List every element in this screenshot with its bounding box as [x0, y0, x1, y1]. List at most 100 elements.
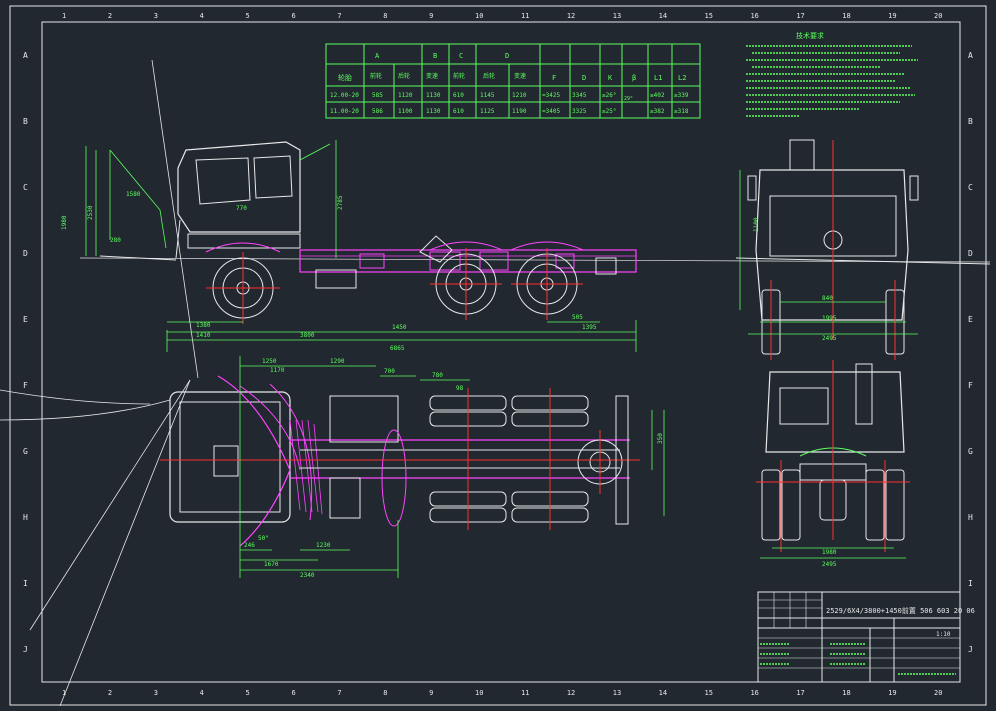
- spec-sub-b2: 变速: [426, 72, 438, 80]
- spec-cell: ≥26°: [602, 92, 616, 99]
- top-dim-label: 1230: [316, 542, 331, 549]
- side-dim-label: 1580: [126, 191, 141, 198]
- grid-col-label: 20: [934, 12, 942, 20]
- title-block: 2529/6X4/3800+1450前置 506 603 20 06 1:10: [757, 591, 975, 683]
- grid-col-label: 6: [291, 12, 295, 20]
- spec-cell: 585: [372, 92, 383, 99]
- rear-dim-label: 2495: [822, 561, 837, 568]
- spec-cell: 1190: [512, 108, 527, 115]
- top-dim-label: 1250: [262, 358, 277, 365]
- spec-cell: 610: [453, 92, 464, 99]
- spec-cell: 1130: [426, 108, 441, 115]
- top-dim-label: 2340: [300, 572, 315, 579]
- grid-col-label: 9: [429, 689, 433, 697]
- grid-row-label: A: [23, 51, 28, 60]
- side-dim-label: 2785: [337, 195, 344, 210]
- top-dim-label: 50°: [258, 535, 269, 542]
- grid-col-label: 6: [291, 689, 295, 697]
- spec-cell: 1145: [480, 92, 495, 99]
- top-dim-label: 98: [456, 385, 464, 392]
- spec-beta-note: 29°: [624, 96, 633, 102]
- grid-col-label: 8: [383, 689, 387, 697]
- front-dim-label: 1995: [822, 315, 837, 322]
- spec-cell: 12.00-20: [330, 92, 359, 99]
- spec-tire-header: 轮胎: [338, 73, 352, 82]
- grid-col-label: 1: [62, 689, 66, 697]
- grid-col-label: 2: [108, 12, 112, 20]
- spec-cell: ≥382: [650, 108, 665, 115]
- grid-col-label: 19: [888, 12, 896, 20]
- outer-frame: [9, 5, 987, 706]
- spec-sub-c: 前轮: [453, 72, 465, 80]
- front-dim-label: 840: [822, 295, 833, 302]
- spec-table: 轮胎 A B C D F D K β L1 L2 前轮 后轮 变速 前轮 后轮 …: [325, 43, 701, 119]
- side-dim-label: 2530: [87, 205, 94, 220]
- grid-row-label: F: [968, 381, 973, 390]
- grid-col-label: 12: [567, 689, 575, 697]
- grid-col-label: 3: [154, 12, 158, 20]
- front-dim-label: 1100: [753, 217, 760, 232]
- grid-row-label: I: [23, 579, 28, 588]
- grid-col-label: 12: [567, 12, 575, 20]
- grid-row-label: G: [968, 447, 973, 456]
- spec-cell: ≥339: [674, 92, 689, 99]
- side-dim-label: 1410: [196, 332, 211, 339]
- spec-col-c: C: [459, 52, 463, 60]
- spec-cell: 11.00-20: [330, 108, 359, 115]
- grid-row-label: D: [23, 249, 28, 258]
- grid-col-label: 1: [62, 12, 66, 20]
- side-dim-label: 1450: [392, 324, 407, 331]
- grid-col-label: 14: [659, 689, 667, 697]
- spec-sub-d1: 后轮: [483, 72, 495, 80]
- spec-col-d: D: [505, 52, 509, 60]
- side-dim-label: 6865: [390, 345, 405, 352]
- spec-cell: ≈3405: [542, 108, 560, 115]
- drawing-scale: 1:10: [936, 631, 951, 638]
- grid-row-label: C: [968, 183, 973, 192]
- side-dim-label: 1380: [196, 322, 211, 329]
- grid-row-label: A: [968, 51, 973, 60]
- grid-col-label: 17: [796, 689, 804, 697]
- side-dim-label: 3800: [300, 332, 315, 339]
- spec-cell: ≥402: [650, 92, 665, 99]
- grid-col-label: 16: [750, 689, 758, 697]
- spec-col-beta: β: [632, 74, 636, 82]
- spec-col-k: K: [608, 74, 613, 82]
- grid-col-label: 11: [521, 689, 529, 697]
- grid-col-label: 11: [521, 12, 529, 20]
- spec-col-l2: L2: [678, 74, 686, 82]
- top-dim-label: 1170: [270, 367, 285, 374]
- spec-cell: 1125: [480, 108, 495, 115]
- rear-dim-label: 1980: [822, 549, 837, 556]
- rear-view-dimensions: 1980 2495: [822, 549, 837, 568]
- spec-cell: 1210: [512, 92, 527, 99]
- side-dim-label: 280: [110, 237, 121, 244]
- grid-col-label: 20: [934, 689, 942, 697]
- grid-col-label: 10: [475, 689, 483, 697]
- grid-col-label: 17: [796, 12, 804, 20]
- grid-col-label: 5: [246, 12, 250, 20]
- top-dim-label: 780: [432, 372, 443, 379]
- grid-row-label: J: [968, 645, 973, 654]
- grid-col-label: 18: [842, 12, 850, 20]
- spec-cell: 1120: [398, 92, 413, 99]
- side-dim-label: 1395: [582, 324, 597, 331]
- grid-col-label: 5: [246, 689, 250, 697]
- spec-sub-b1: 后轮: [398, 72, 410, 80]
- spec-cell: ≈3425: [542, 92, 560, 99]
- top-dim-label: 1290: [330, 358, 345, 365]
- inner-frame: [41, 21, 961, 683]
- grid-row-label: E: [968, 315, 973, 324]
- grid-col-label: 3: [154, 689, 158, 697]
- grid-col-label: 19: [888, 689, 896, 697]
